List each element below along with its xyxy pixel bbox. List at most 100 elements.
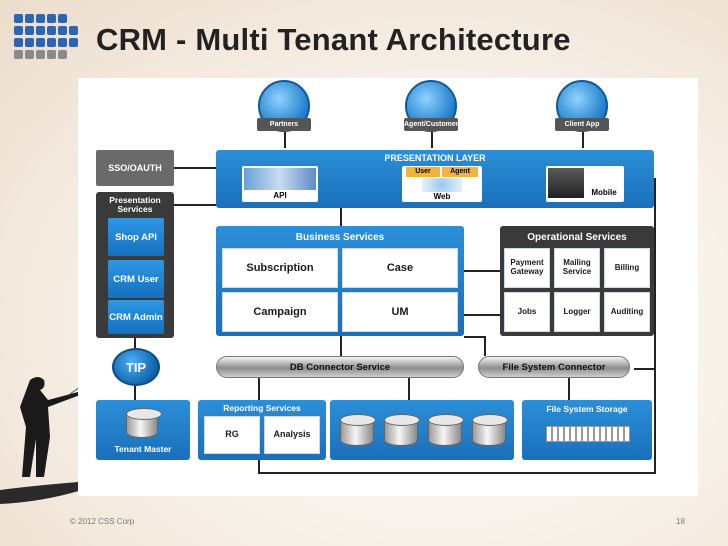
file-sheet — [564, 426, 570, 442]
logo-cell — [14, 50, 23, 59]
subscription-cell: Subscription — [222, 248, 338, 288]
page-title: CRM - Multi Tenant Architecture — [96, 22, 571, 57]
logo-cell — [58, 38, 67, 47]
db-cylinder-icon-1 — [340, 414, 376, 446]
pl-to-business-arrow — [340, 208, 342, 226]
db-to-reporting-arrow — [258, 378, 260, 400]
file-sheet — [546, 426, 552, 442]
mailing-service-cell: Mailing Service — [554, 248, 600, 288]
reporting-services: Reporting Services RG Analysis — [198, 400, 326, 460]
logo-cell — [25, 50, 34, 59]
mobile-image — [548, 168, 584, 198]
client-app-label: Client App — [555, 118, 609, 131]
file-sheet — [570, 426, 576, 442]
mobile-label: Mobile — [591, 188, 617, 197]
auditing-cell: Auditing — [604, 292, 650, 332]
agent-customers-label: Agent/Customers — [404, 118, 462, 131]
tenant-master-db-icon — [126, 408, 162, 438]
logo-cell — [58, 26, 67, 35]
web-panel: User Agent Web — [402, 166, 482, 202]
logo-cell — [14, 14, 23, 23]
presentation-layer: PRESENTATION LAYER API User Agent Web Mo… — [216, 150, 654, 208]
presentation-layer-title: PRESENTATION LAYER — [384, 153, 486, 163]
um-cell: UM — [342, 292, 458, 332]
logger-cell: Logger — [554, 292, 600, 332]
logo-cell — [14, 26, 23, 35]
web-label: Web — [433, 192, 451, 201]
api-panel: API — [242, 166, 318, 202]
logo-cell — [25, 26, 34, 35]
pl-right-arrow — [654, 178, 656, 368]
logo-cell — [47, 38, 56, 47]
loop-arrow-bottom — [258, 460, 260, 472]
sso-oauth-box: SSO/OAUTH — [96, 150, 174, 186]
pl-to-ps-arrow — [174, 204, 216, 206]
logo-cell — [14, 38, 23, 47]
billing-cell: Billing — [604, 248, 650, 288]
db-connector-pipe: DB Connector Service — [216, 356, 464, 378]
file-sheet — [606, 426, 612, 442]
api-image — [244, 168, 316, 190]
logo-cell — [69, 26, 78, 35]
fs-connector-pipe: File System Connector — [478, 356, 630, 378]
payment-gateway-cell: Payment Gateway — [504, 248, 550, 288]
file-sheet — [582, 426, 588, 442]
reporting-services-title: Reporting Services — [223, 403, 301, 413]
operational-services: Operational Services Payment Gateway Mai… — [500, 226, 654, 336]
case-cell: Case — [342, 248, 458, 288]
file-sheet — [588, 426, 594, 442]
ps-to-tip-arrow — [134, 338, 136, 348]
file-system-storage-title: File System Storage — [546, 404, 628, 414]
web-tab-agent: Agent — [442, 167, 478, 177]
logo-cell — [36, 38, 45, 47]
logo-cell — [36, 50, 45, 59]
file-sheet — [600, 426, 606, 442]
file-sheet — [594, 426, 600, 442]
pl-right-arrow-bottom — [634, 368, 656, 370]
db-to-storage-arrow — [408, 378, 410, 400]
partners-label: Partners — [257, 118, 311, 131]
file-sheet — [552, 426, 558, 442]
tenant-master-box: Tenant Master — [96, 400, 190, 460]
architecture-diagram: Partners Agent/Customers Client App SSO/… — [78, 78, 698, 496]
tip-to-tenant-arrow — [134, 386, 136, 400]
logo-cell — [58, 50, 67, 59]
logo-cell — [36, 14, 45, 23]
file-sheet — [612, 426, 618, 442]
logo-cell — [25, 38, 34, 47]
logo-cell — [58, 14, 67, 23]
web-tab-user: User — [406, 167, 440, 177]
shop-api-button: Shop API — [108, 218, 164, 256]
db-cylinder-icon-2 — [384, 414, 420, 446]
campaign-cell: Campaign — [222, 292, 338, 332]
fs-to-storage-arrow — [568, 378, 570, 400]
analysis-cell: Analysis — [264, 416, 320, 454]
tip-node: TIP — [112, 348, 160, 386]
file-sheet — [624, 426, 630, 442]
db-cylinder-icon-3 — [428, 414, 464, 446]
logo-cell — [36, 26, 45, 35]
partners-arrow — [284, 132, 286, 148]
business-services-title: Business Services — [295, 232, 385, 243]
logo-cell — [47, 50, 56, 59]
operational-services-title: Operational Services — [527, 232, 627, 243]
business-to-db-arrow — [340, 336, 342, 356]
business-to-ops-arrow-1 — [464, 270, 500, 272]
logo-cell — [47, 26, 56, 35]
crm-admin-button: CRM Admin — [108, 300, 164, 334]
rg-cell: RG — [204, 416, 260, 454]
loop-arrow-right — [654, 370, 656, 474]
db-storage-box — [330, 400, 514, 460]
file-sheet — [558, 426, 564, 442]
business-services: Business Services Subscription Case Camp… — [216, 226, 464, 336]
tenant-master-label: Tenant Master — [114, 444, 172, 454]
web-image — [422, 178, 462, 192]
page-number: 18 — [676, 517, 685, 526]
presentation-services-title: Presentation Services — [109, 195, 161, 214]
logo-cell — [25, 14, 34, 23]
file-sheet — [618, 426, 624, 442]
api-label: API — [273, 191, 287, 200]
grid-logo-icon — [14, 14, 78, 62]
clientapp-arrow — [582, 132, 584, 148]
business-to-fs-horiz — [464, 336, 484, 338]
